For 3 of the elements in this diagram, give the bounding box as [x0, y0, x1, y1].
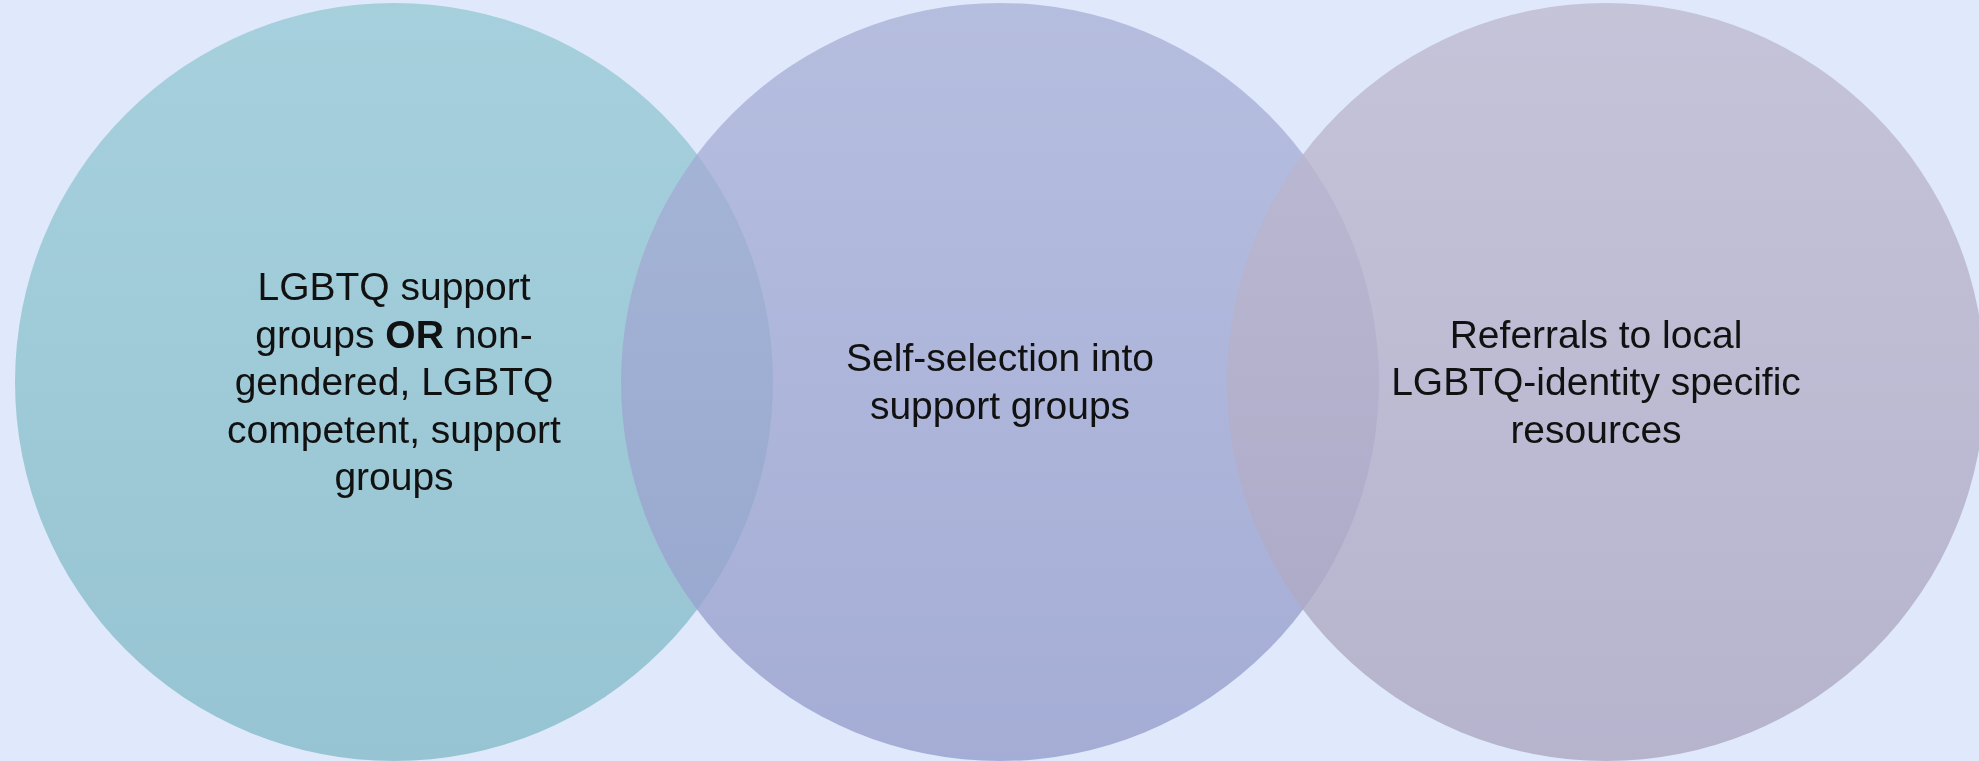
circle-label: Self-selection into support groups [845, 335, 1155, 429]
circle-label: Referrals to local LGBTQ-identity specific resources [1390, 311, 1802, 453]
circle-label: LGBTQ support groups OR non-gendered, LGBTQ competent, support groups [226, 264, 562, 501]
